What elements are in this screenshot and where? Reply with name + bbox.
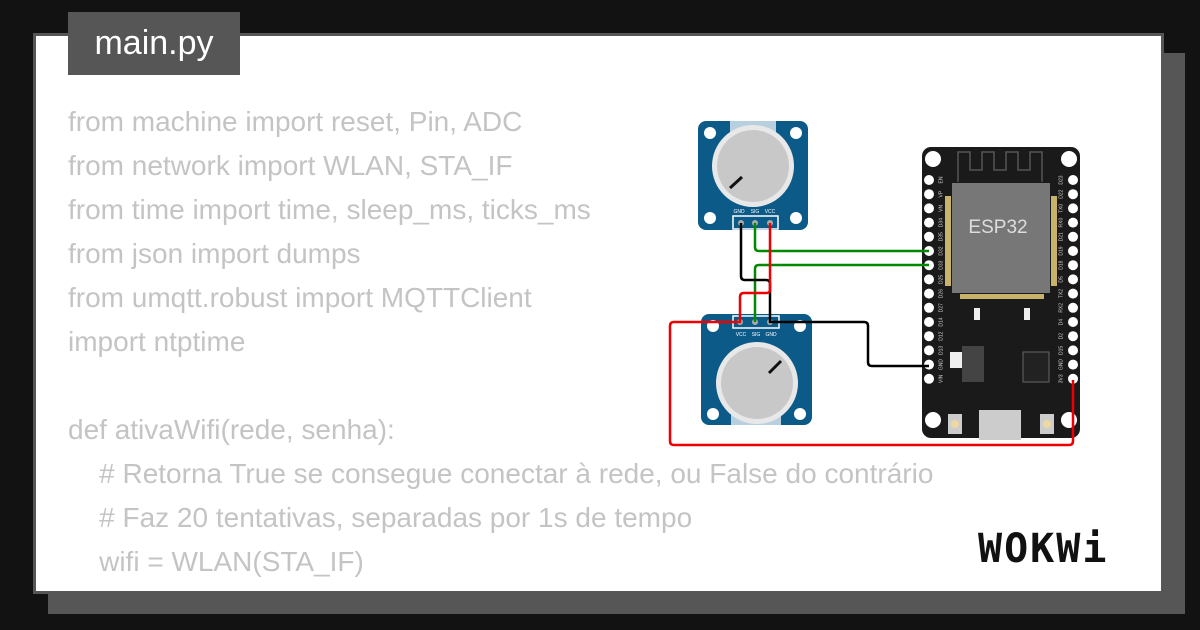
pin-d35[interactable] — [924, 231, 934, 242]
pin-label: D22 — [1058, 189, 1064, 198]
pin-gnd[interactable] — [1068, 359, 1078, 370]
pin-label: D32 — [938, 246, 944, 255]
board-label: ESP32 — [968, 217, 1027, 238]
pin-d21[interactable] — [1068, 231, 1078, 242]
pin-d2[interactable] — [1068, 331, 1078, 342]
pin-vin[interactable] — [924, 373, 934, 384]
pin-label: D15 — [1058, 346, 1064, 355]
pin-rx0[interactable] — [1068, 217, 1078, 228]
pin-label: VCC — [765, 209, 776, 215]
code-view: from machine import reset, Pin, ADC from… — [68, 100, 933, 584]
pin-d27[interactable] — [924, 302, 934, 313]
pin-label: D4 — [1058, 319, 1064, 326]
esp32-board[interactable]: ESP32 ENVPVND34D35D32D33D25D26D27D14D12D… — [922, 147, 1080, 440]
pin-tx0[interactable] — [1068, 203, 1078, 214]
code-line: from umqtt.robust import MQTTClient — [68, 282, 532, 313]
pin-label: D18 — [1058, 260, 1064, 269]
pin-label: D33 — [938, 260, 944, 269]
pin-label: GND — [938, 359, 944, 371]
wire-black-gnd[interactable] — [739, 223, 929, 368]
wire-red-vcc[interactable] — [668, 223, 1075, 447]
pin-label: D13 — [938, 346, 944, 355]
code-line: # Retorna True se consegue conectar à re… — [68, 458, 934, 489]
pin-3v3[interactable] — [1068, 373, 1078, 384]
pin-label: GND — [1058, 359, 1064, 371]
pin-label: D34 — [938, 218, 944, 227]
pin-label: VCC — [736, 332, 747, 338]
pin-label: D26 — [938, 289, 944, 298]
pin-label: D19 — [1058, 246, 1064, 255]
pin-label: VIN — [938, 374, 944, 383]
pin-d34[interactable] — [924, 217, 934, 228]
pin-label: 3V3 — [1058, 374, 1064, 383]
pin-label: D5 — [1058, 276, 1064, 283]
pin-d18[interactable] — [1068, 260, 1078, 271]
pin-label: D25 — [938, 275, 944, 284]
pin-label: D21 — [1058, 232, 1064, 241]
pin-label: D35 — [938, 232, 944, 241]
pin-label: SIG — [751, 209, 760, 215]
code-line: from json import dumps — [68, 238, 361, 269]
potentiometer-2[interactable]: VCC SIG GND — [701, 314, 812, 425]
code-line: from time import time, sleep_ms, ticks_m… — [68, 194, 591, 225]
pin-d19[interactable] — [1068, 246, 1078, 256]
pin-d26[interactable] — [924, 288, 934, 299]
pin-vp[interactable] — [924, 189, 934, 200]
pin-label: VN — [938, 205, 944, 212]
pin-label: GND — [765, 332, 777, 338]
pin-d14[interactable] — [924, 317, 934, 327]
pin-label: GND — [733, 209, 745, 215]
pin-d15[interactable] — [1068, 345, 1078, 356]
code-line: import ntptime — [68, 326, 246, 357]
pin-en[interactable] — [924, 175, 934, 185]
pin-d5[interactable] — [1068, 274, 1078, 285]
pin-label: D23 — [1058, 175, 1064, 184]
potentiometer-1[interactable]: GND SIG VCC — [698, 121, 808, 230]
pin-label: D2 — [1058, 333, 1064, 340]
pin-label: SIG — [752, 332, 761, 338]
wokwi-logo: WOKWi — [978, 526, 1109, 572]
code-line: from machine import reset, Pin, ADC — [68, 106, 523, 137]
pin-label: D14 — [938, 317, 944, 326]
pin-label: TX2 — [1058, 289, 1064, 298]
pin-gnd[interactable] — [924, 359, 934, 370]
file-tab[interactable]: main.py — [68, 12, 240, 75]
wire-green-d33-pot2[interactable] — [753, 263, 929, 322]
pin-d13[interactable] — [924, 345, 934, 356]
pin-rx2[interactable] — [1068, 302, 1078, 313]
pin-label: RX0 — [1058, 218, 1064, 228]
pin-label: EN — [938, 176, 944, 183]
wire-green-pot1-d32[interactable] — [753, 223, 929, 253]
pin-d4[interactable] — [1068, 317, 1078, 327]
pin-d23[interactable] — [1068, 175, 1078, 185]
code-line: wifi = WLAN(STA_IF) — [68, 546, 364, 577]
code-line: # Faz 20 tentativas, separadas por 1s de… — [68, 502, 693, 533]
pin-label: VP — [938, 190, 944, 197]
pin-label: RX2 — [1058, 303, 1064, 313]
pin-d12[interactable] — [924, 331, 934, 342]
pin-d25[interactable] — [924, 274, 934, 285]
pin-vn[interactable] — [924, 203, 934, 214]
code-line: def ativaWifi(rede, senha): — [68, 414, 395, 445]
code-line: from network import WLAN, STA_IF — [68, 150, 513, 181]
pin-tx2[interactable] — [1068, 288, 1078, 299]
pin-label: D12 — [938, 331, 944, 340]
pin-label: TX0 — [1058, 204, 1064, 213]
pin-label: D27 — [938, 303, 944, 312]
pin-d22[interactable] — [1068, 189, 1078, 200]
